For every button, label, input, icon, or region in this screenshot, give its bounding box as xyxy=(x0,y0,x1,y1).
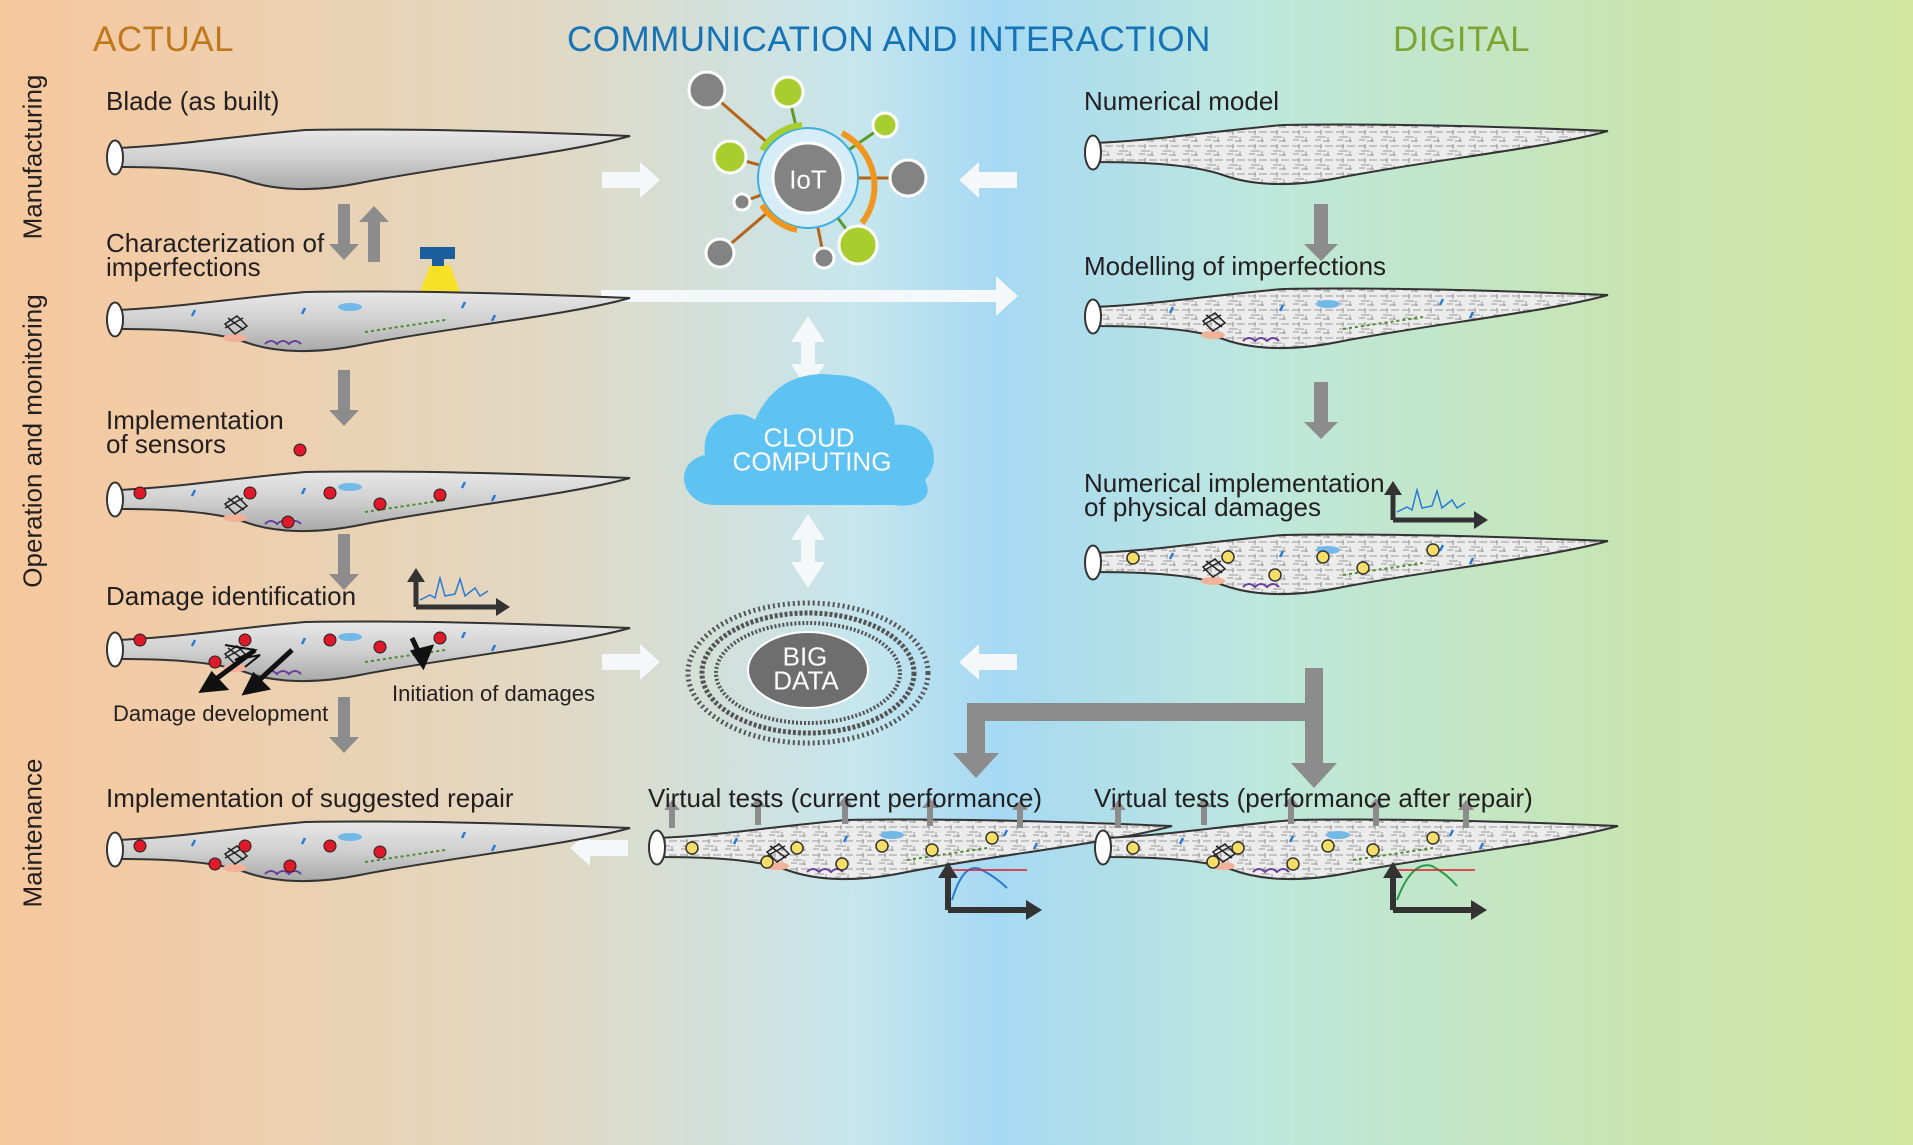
arrow-left xyxy=(959,644,1017,680)
label-damage-identification: Damage identification xyxy=(106,581,357,611)
label-cloud-1: CLOUD xyxy=(763,422,855,453)
blade-numerical-damages xyxy=(1084,533,1609,596)
arrow-down xyxy=(329,697,359,753)
header-communication: COMMUNICATION AND INTERACTION xyxy=(567,20,1211,59)
label-bigdata-1: BIG xyxy=(782,641,828,672)
arrow-up xyxy=(359,206,389,262)
label-modelling-imperfections: Modelling of imperfections xyxy=(1084,251,1387,281)
digital-flow-arrows xyxy=(953,204,1338,788)
label-characterization-1: Characterization of xyxy=(106,228,325,258)
label-iot: IoT xyxy=(789,164,827,195)
blade-damaged xyxy=(106,620,631,683)
long-arrow-right xyxy=(601,276,1018,316)
arrow-right xyxy=(602,162,660,198)
label-numerical-damages-2: of physical damages xyxy=(1084,492,1322,522)
label-virtual-current: Virtual tests (current performance) xyxy=(648,783,1042,813)
response-plot-icon xyxy=(938,862,1042,920)
arrow-right xyxy=(602,644,660,680)
label-cloud-2: COMPUTING xyxy=(732,446,892,477)
signal-plot-icon xyxy=(407,568,510,616)
actual-flow-arrows xyxy=(329,204,389,753)
cloud-icon xyxy=(684,374,934,506)
header-actual: ACTUAL xyxy=(93,20,235,59)
response-plot-icon xyxy=(1383,862,1487,920)
blade-as-built xyxy=(106,128,631,191)
damage-arrows xyxy=(198,636,435,696)
phase-maintenance: Maintenance xyxy=(17,758,48,908)
scanner-icon xyxy=(420,247,460,292)
blade-virtual-after-repair xyxy=(1094,796,1619,881)
label-sensors-1: Implementation xyxy=(106,405,284,435)
blade-characterized xyxy=(106,290,631,353)
label-numerical-damages-1: Numerical implementation xyxy=(1084,468,1385,498)
phase-operation: Operation and monitoring xyxy=(17,294,48,588)
label-suggested-repair: Implementation of suggested repair xyxy=(106,783,514,813)
iot-hub-icon xyxy=(687,70,928,270)
branch-arrow xyxy=(953,703,1305,778)
arrow-updown xyxy=(791,316,825,390)
arrow-down xyxy=(329,370,359,426)
label-characterization-2: imperfections xyxy=(106,252,261,282)
label-initiation-of-damages: Initiation of damages xyxy=(392,681,596,706)
header-digital: DIGITAL xyxy=(1393,20,1531,59)
signal-plot-icon xyxy=(1384,481,1488,529)
arrow-down xyxy=(1304,382,1338,439)
arrow-down xyxy=(329,204,359,260)
blade-modelled-imperfections xyxy=(1084,287,1609,350)
communication-arrows xyxy=(570,162,1018,866)
blade-numerical-model xyxy=(1084,123,1609,186)
sensor-dot xyxy=(293,443,307,457)
label-bigdata-2: DATA xyxy=(773,665,839,696)
big-data-ring xyxy=(685,600,931,746)
label-damage-development: Damage development xyxy=(113,701,329,726)
blade-repaired xyxy=(106,820,631,883)
arrow-down xyxy=(329,534,359,590)
phase-manufacturing: Manufacturing xyxy=(17,74,48,240)
arrow-left xyxy=(959,162,1017,198)
blade-virtual-current xyxy=(648,796,1173,881)
label-numerical-model: Numerical model xyxy=(1084,86,1280,116)
arrow-down xyxy=(1304,204,1338,261)
arrow-updown xyxy=(791,514,825,588)
label-blade-as-built: Blade (as built) xyxy=(106,86,280,116)
label-virtual-after-repair: Virtual tests (performance after repair) xyxy=(1094,783,1533,813)
blade-with-sensors xyxy=(106,470,631,533)
arrow-down xyxy=(1291,668,1337,788)
label-sensors-2: of sensors xyxy=(106,429,226,459)
